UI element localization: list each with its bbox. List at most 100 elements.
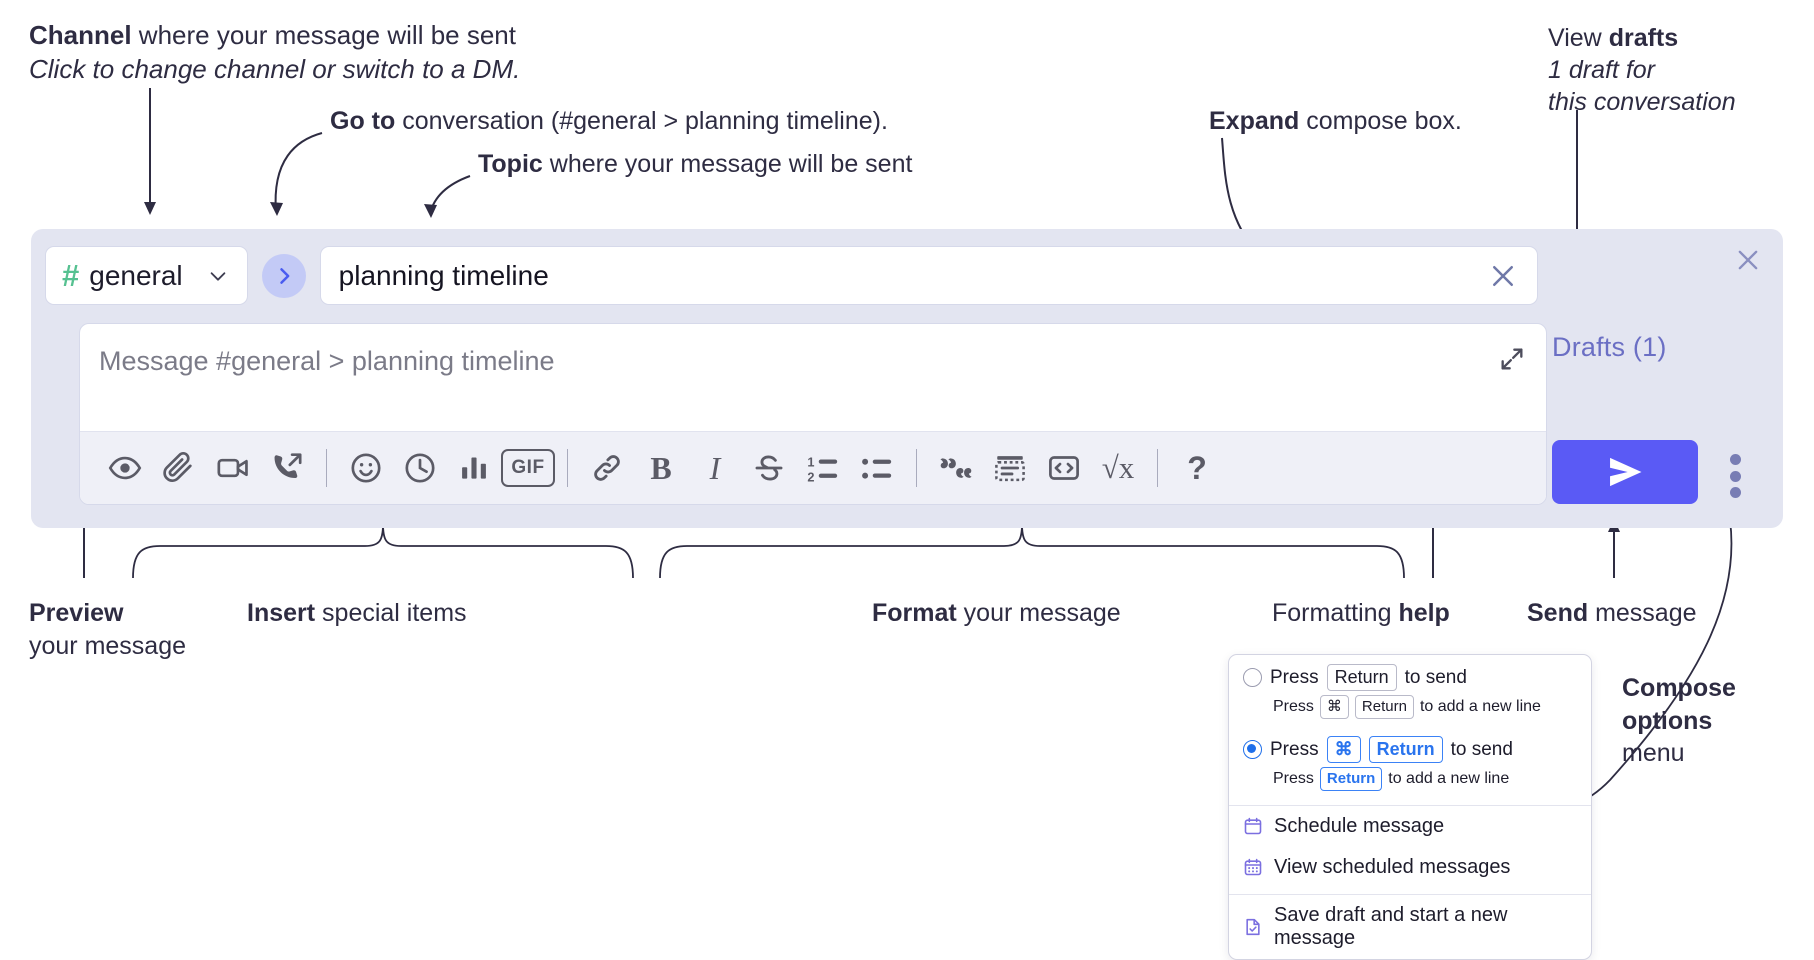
option2-sub-rest: to add a new line — [1388, 770, 1510, 788]
annotation-help-bold: help — [1398, 599, 1450, 627]
annotation-channel-rest: where your message will be sent — [131, 20, 516, 50]
video-clip-icon[interactable] — [206, 441, 260, 495]
chevron-right-icon — [279, 267, 290, 284]
annotation-goto: Go to conversation (#general > planning … — [330, 105, 888, 138]
channel-row: # general planning timeline — [45, 246, 1538, 305]
clear-topic-icon[interactable] — [1487, 260, 1519, 292]
annotation-channel-bold: Channel — [29, 20, 132, 50]
formatting-help-icon[interactable]: ? — [1170, 441, 1224, 495]
option1-press: Press — [1270, 666, 1319, 688]
annotation-send-bold: Send — [1527, 599, 1589, 627]
annotation-topic-bold: Topic — [478, 150, 543, 178]
annotation-compose-bold2: options — [1622, 706, 1713, 735]
menu-item-schedule-message[interactable]: Schedule message — [1229, 806, 1591, 847]
annotation-goto-rest: conversation (#general > planning timeli… — [395, 107, 888, 135]
topic-input[interactable]: planning timeline — [319, 246, 1538, 305]
compose-options-popup: Press Return to send Press ⌘ Return to a… — [1228, 654, 1592, 960]
annotation-help-lead: Formatting — [1272, 599, 1399, 627]
annotation-drafts: View drafts 1 draft for this conversatio… — [1548, 22, 1736, 118]
code-block-icon[interactable] — [983, 441, 1037, 495]
message-input-box[interactable]: Message #general > planning timeline — [79, 323, 1547, 505]
annotation-expand-rest: compose box. — [1299, 107, 1462, 135]
annotation-insert: Insert special items — [247, 597, 467, 630]
ordered-list-icon[interactable]: 1 2 — [796, 441, 850, 495]
svg-text:1: 1 — [807, 455, 814, 470]
menu-item-label: View scheduled messages — [1274, 855, 1511, 878]
gif-label: GIF — [501, 449, 555, 487]
menu-item-view-scheduled[interactable]: View scheduled messages — [1229, 847, 1591, 888]
annotation-preview: Preview your message — [29, 597, 186, 664]
menu-item-label: Save draft and start a new message — [1274, 903, 1508, 949]
key-command: ⌘ — [1326, 735, 1361, 764]
toolbar-separator — [567, 449, 568, 487]
link-icon[interactable] — [580, 441, 634, 495]
annotation-format-bold: Format — [872, 599, 957, 627]
document-check-icon — [1246, 918, 1260, 935]
help-label: ? — [1187, 449, 1207, 486]
italic-label: I — [709, 449, 721, 486]
annotation-format: Format your message — [872, 597, 1121, 630]
inline-code-icon[interactable] — [1037, 441, 1091, 495]
italic-icon[interactable]: I — [688, 441, 742, 495]
menu-divider — [1229, 804, 1591, 806]
send-option-return[interactable]: Press Return to send Press ⌘ Return to a… — [1229, 655, 1591, 727]
annotation-drafts-bold: drafts — [1608, 24, 1679, 52]
annotation-insert-rest: special items — [315, 599, 467, 627]
annotation-drafts-italic1: 1 draft for — [1548, 56, 1655, 84]
annotation-drafts-lead: View — [1548, 24, 1609, 52]
key-command: ⌘ — [1319, 695, 1349, 719]
option2-press: Press — [1270, 738, 1319, 760]
annotation-topic: Topic where your message will be sent — [478, 148, 912, 181]
expand-compose-icon[interactable] — [1496, 343, 1528, 375]
message-placeholder: Message #general > planning timeline — [99, 346, 555, 376]
menu-item-label: Schedule message — [1274, 814, 1445, 837]
option1-sub-rest: to add a new line — [1419, 698, 1541, 716]
drafts-link[interactable]: Drafts (1) — [1552, 332, 1667, 362]
gif-icon[interactable]: GIF — [501, 441, 555, 495]
chevron-down-icon — [207, 265, 229, 287]
annotation-preview-bold: Preview — [29, 599, 124, 627]
radio-return-to-send[interactable] — [1243, 668, 1262, 688]
menu-divider — [1229, 893, 1591, 895]
radio-cmd-return-to-send[interactable] — [1243, 740, 1262, 760]
annotation-compose-rest: menu — [1622, 739, 1685, 767]
menu-item-save-draft[interactable]: Save draft and start a new message — [1229, 895, 1591, 959]
compose-panel: # general planning timeline — [31, 229, 1783, 528]
math-icon[interactable]: √x — [1091, 441, 1145, 495]
blockquote-icon[interactable] — [929, 441, 983, 495]
key-return: Return — [1319, 767, 1383, 791]
topic-value: planning timeline — [338, 259, 549, 291]
annotation-topic-rest: where your message will be sent — [542, 150, 913, 178]
bold-icon[interactable]: B — [634, 441, 688, 495]
svg-text:2: 2 — [807, 469, 814, 484]
hash-icon: # — [62, 258, 80, 293]
attach-file-icon[interactable] — [152, 441, 206, 495]
annotation-expand: Expand compose box. — [1209, 105, 1462, 138]
option2-sub-press: Press — [1273, 770, 1314, 788]
audio-clip-icon[interactable] — [260, 441, 314, 495]
preview-icon[interactable] — [98, 441, 152, 495]
option1-to-send: to send — [1404, 666, 1467, 688]
formatting-toolbar: GIF B I — [80, 431, 1546, 504]
strikethrough-icon[interactable] — [742, 441, 796, 495]
more-vertical-dot — [1729, 454, 1741, 465]
send-button[interactable] — [1552, 440, 1698, 504]
channel-selector[interactable]: # general — [45, 246, 248, 305]
math-label: √x — [1101, 450, 1135, 485]
key-return: Return — [1326, 664, 1397, 692]
annotation-send-rest: message — [1588, 599, 1697, 627]
close-icon[interactable] — [1731, 243, 1765, 277]
toolbar-separator — [1157, 449, 1158, 487]
reminder-clock-icon[interactable] — [393, 441, 447, 495]
more-vertical-dot — [1729, 487, 1741, 498]
bulleted-list-icon[interactable] — [850, 441, 904, 495]
more-vertical-dot — [1729, 470, 1741, 482]
send-option-cmd-return[interactable]: Press ⌘ Return to send Press Return to a… — [1229, 727, 1591, 799]
emoji-icon[interactable] — [339, 441, 393, 495]
compose-options-menu-button[interactable] — [1718, 452, 1752, 500]
option1-sub-press: Press — [1273, 698, 1314, 716]
poll-icon[interactable] — [447, 441, 501, 495]
option2-to-send: to send — [1450, 738, 1513, 760]
goto-conversation-button[interactable] — [261, 253, 306, 298]
